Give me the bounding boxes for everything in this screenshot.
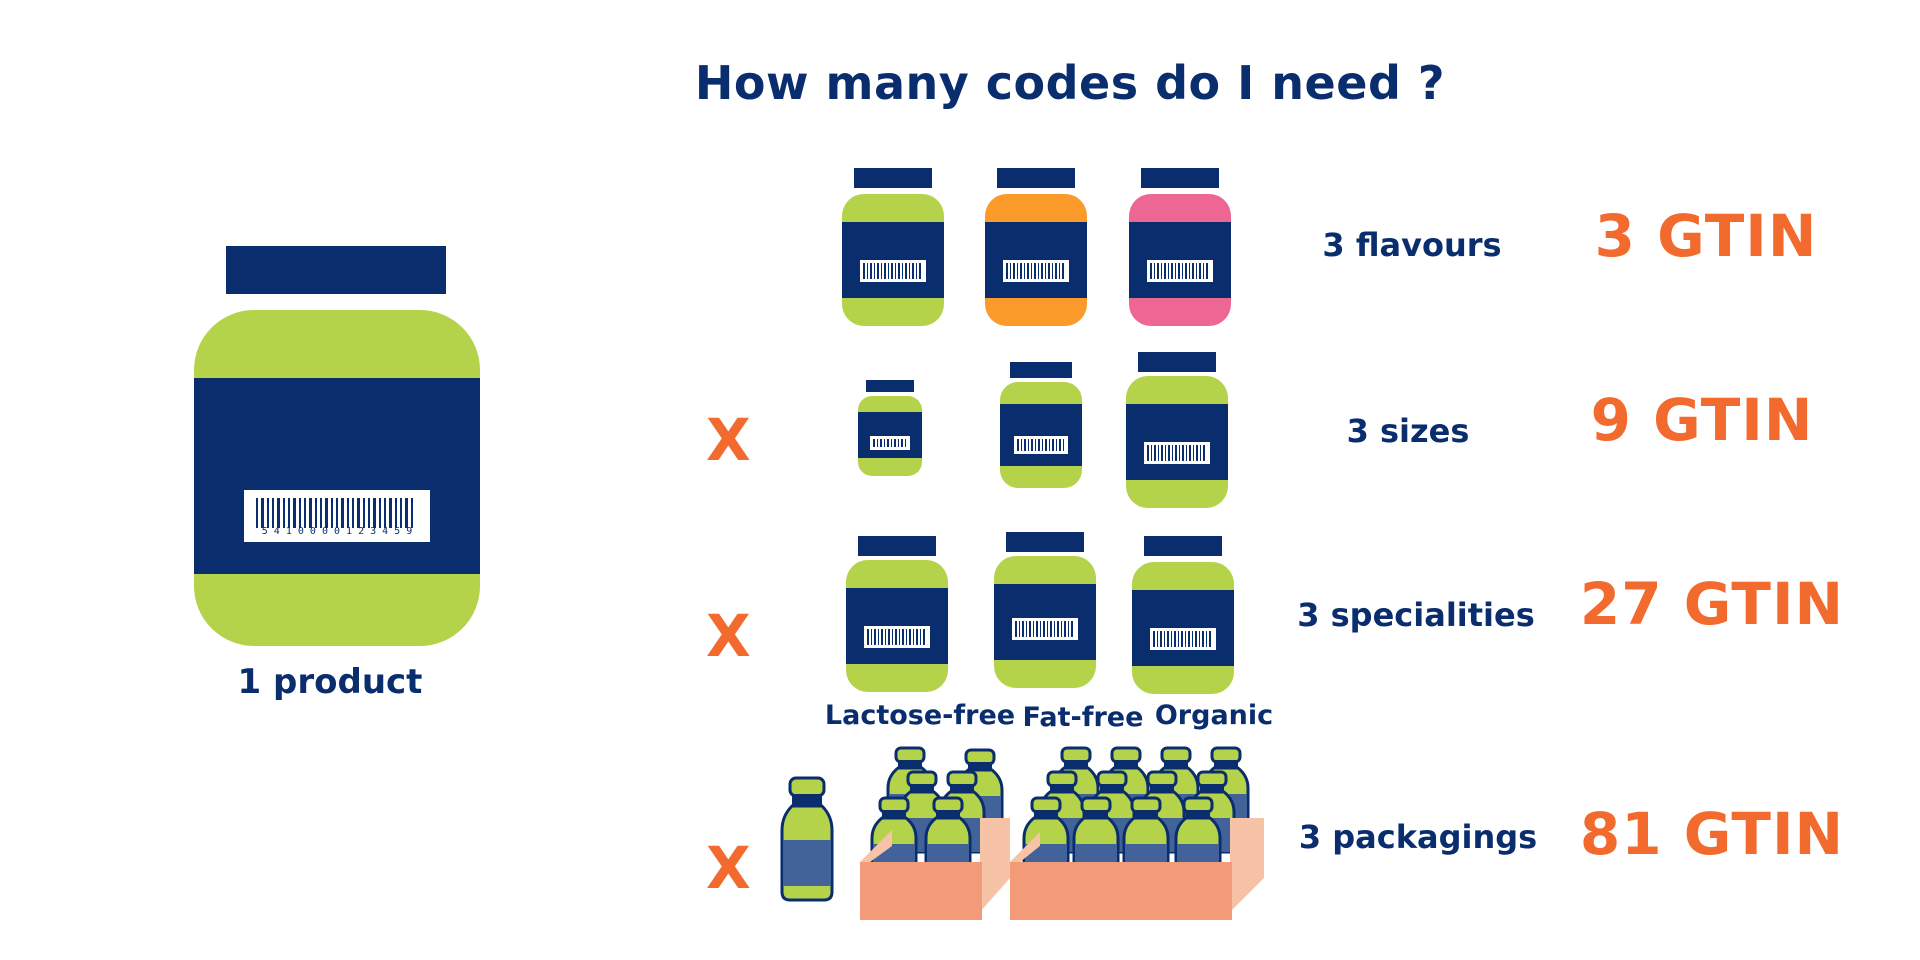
row-result-packagings: 81 GTIN (1579, 800, 1845, 868)
barcode-number: 5 4 1 0 0 0 0 1 2 3 4 5 9 (261, 526, 413, 537)
six-pack-crate-icon (860, 746, 1010, 920)
speciality-label-organic: Organic (1154, 700, 1274, 731)
single-bottle-icon (780, 776, 834, 902)
row-result-flavours: 3 GTIN (1594, 202, 1818, 270)
product-label: 1 product (237, 662, 423, 702)
jar-orange-icon (985, 168, 1087, 326)
jar-lime-icon (842, 168, 944, 326)
multiplier-sizes: X (706, 406, 751, 474)
jar-pink-icon (1129, 168, 1231, 326)
twelve-pack-crate-icon (1010, 746, 1264, 920)
jar-organic-icon (1132, 536, 1234, 694)
barcode-icon: 5 4 1 0 0 0 0 1 2 3 4 5 9 (244, 490, 430, 542)
row-label-specialities: 3 specialities (1297, 596, 1535, 634)
multiplier-specialities: X (706, 602, 751, 670)
row-result-specialities: 27 GTIN (1579, 570, 1845, 638)
jar-fat-free-icon (994, 532, 1096, 688)
multiplier-packagings: X (706, 834, 751, 902)
large-jar-icon: 5 4 1 0 0 0 0 1 2 3 4 5 9 (194, 246, 480, 646)
jar-lactose-free-icon (846, 536, 948, 692)
row-label-sizes: 3 sizes (1346, 412, 1470, 450)
speciality-label-fat-free: Fat-free (1022, 702, 1144, 733)
page-title: How many codes do I need ? (694, 56, 1446, 110)
jar-small-icon (858, 380, 922, 476)
row-result-sizes: 9 GTIN (1590, 386, 1814, 454)
jar-large-icon (1126, 352, 1228, 508)
row-label-flavours: 3 flavours (1322, 226, 1502, 264)
row-label-packagings: 3 packagings (1298, 818, 1538, 856)
jar-medium-icon (1000, 362, 1082, 488)
speciality-label-lactose-free: Lactose-free (824, 700, 1016, 731)
